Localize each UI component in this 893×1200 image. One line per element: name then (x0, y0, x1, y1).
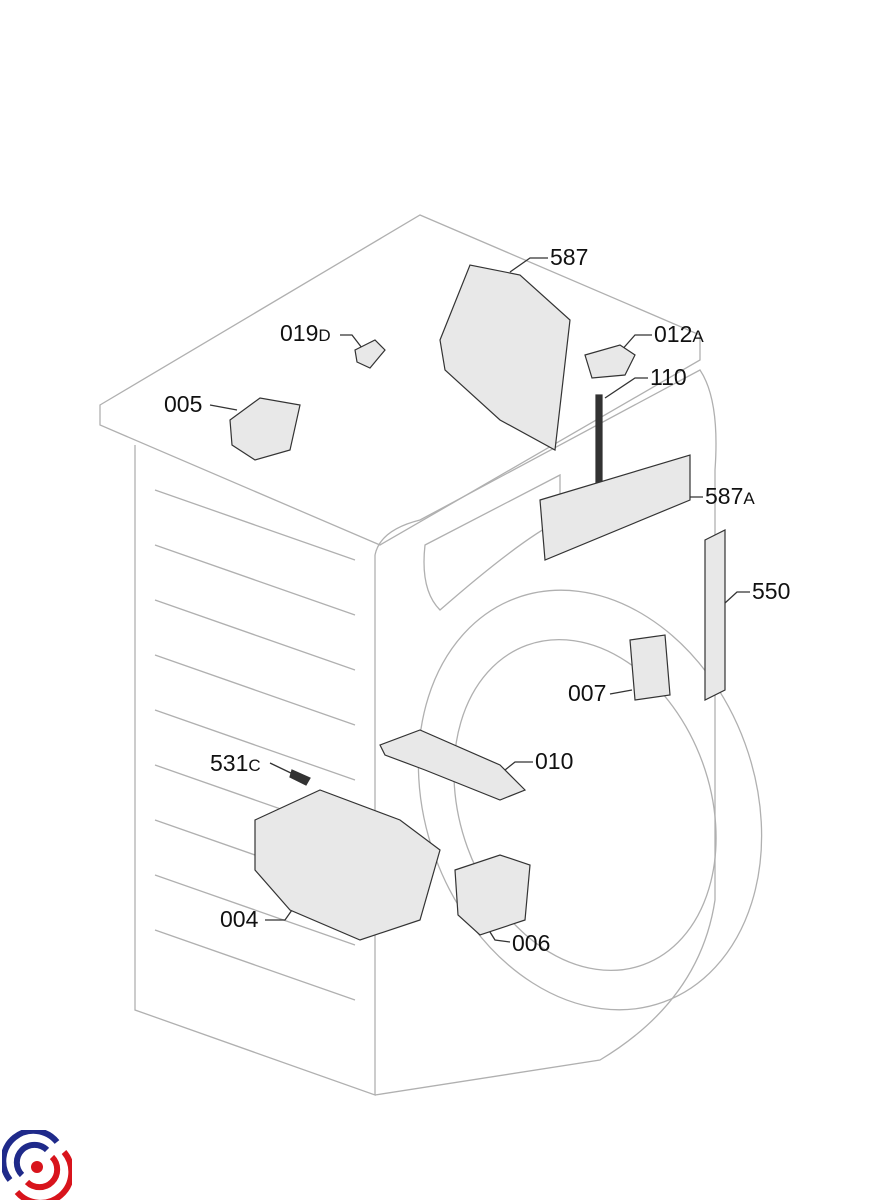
label-531C: 531C (210, 750, 261, 776)
part-550-bracket (704, 529, 726, 701)
part-587A-display (539, 454, 691, 561)
label-006: 006 (512, 930, 551, 956)
label-110: 110 (650, 364, 687, 390)
label-007: 007 (568, 680, 607, 706)
leader-lines (209, 257, 750, 943)
part-012A-switch (584, 344, 636, 379)
part-110-tube (595, 394, 603, 491)
part-019D-clip (354, 339, 386, 369)
label-550: 550 (752, 578, 791, 604)
part-shapes (229, 264, 726, 941)
part-010-heater (379, 729, 527, 801)
brand-logo (2, 1130, 72, 1200)
label-010: 010 (535, 748, 574, 774)
part-531C-screw (289, 769, 311, 786)
part-006-pump (454, 854, 531, 936)
label-012A: 012A (654, 321, 704, 347)
part-007-lock (629, 634, 671, 701)
label-587: 587 (550, 244, 589, 270)
label-587A: 587A (705, 483, 755, 509)
part-004-motor (254, 789, 441, 941)
label-004: 004 (220, 906, 259, 932)
part-005-valve (229, 397, 301, 461)
label-019D: 019D (280, 320, 331, 346)
part-587-board (439, 264, 571, 451)
label-005: 005 (164, 391, 203, 417)
